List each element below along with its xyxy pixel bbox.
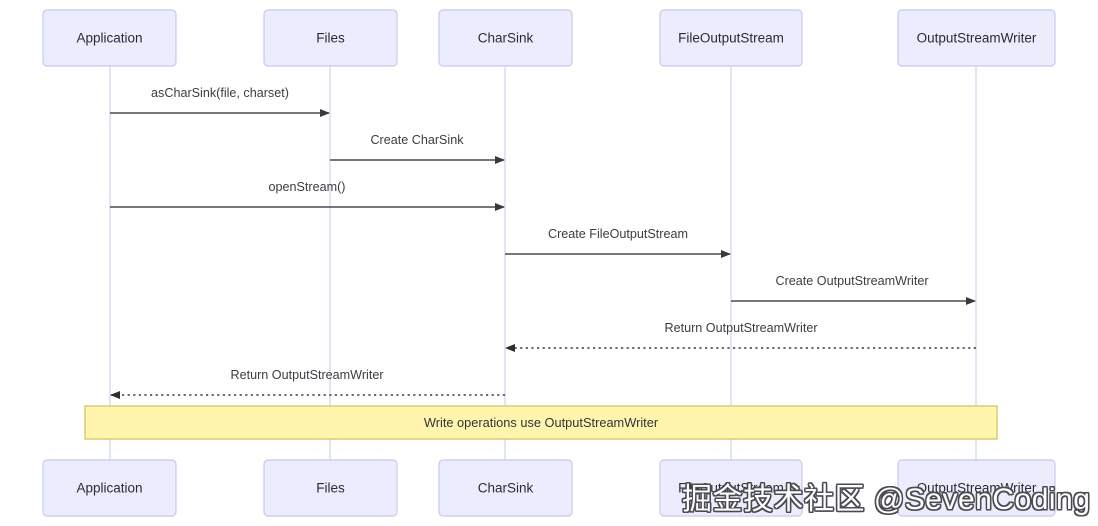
participant-box-top-files[interactable] bbox=[263, 9, 398, 67]
messages-group: asCharSink(file, charset) Create CharSink… bbox=[110, 86, 976, 399]
participant-box-top-charsink[interactable] bbox=[438, 9, 573, 67]
participant-box-bottom-outputstreamwriter[interactable] bbox=[897, 459, 1056, 517]
message-label-6: Return OutputStreamWriter bbox=[230, 368, 383, 382]
message-label-0: asCharSink(file, charset) bbox=[151, 86, 289, 100]
message-label-1: Create CharSink bbox=[370, 133, 464, 147]
participant-label-bottom-charsink: CharSink bbox=[478, 481, 534, 496]
participant-box-bottom-fileoutputstream[interactable] bbox=[659, 459, 803, 517]
note-label: Write operations use OutputStreamWriter bbox=[424, 415, 659, 430]
message-label-5: Return OutputStreamWriter bbox=[664, 321, 817, 335]
participant-box-bottom-files[interactable] bbox=[263, 459, 398, 517]
message-label-4: Create OutputStreamWriter bbox=[775, 274, 928, 288]
message-label-2: openStream() bbox=[269, 180, 346, 194]
participant-label-bottom-outputstreamwriter: OutputStreamWriter bbox=[917, 481, 1037, 496]
lifelines-group bbox=[109, 66, 977, 460]
participant-label-top-application: Application bbox=[76, 31, 142, 46]
note-box bbox=[84, 405, 998, 440]
participant-label-top-charsink: CharSink bbox=[478, 31, 534, 46]
participant-label-top-outputstreamwriter: OutputStreamWriter bbox=[917, 31, 1037, 46]
participant-label-bottom-fileoutputstream: FileOutputStream bbox=[678, 481, 784, 496]
participants-bottom-group: Application Files CharSink FileOutputStream… bbox=[42, 459, 1056, 517]
participant-label-top-fileoutputstream: FileOutputStream bbox=[678, 31, 784, 46]
participant-box-top-application[interactable] bbox=[42, 9, 177, 67]
participant-box-bottom-charsink[interactable] bbox=[438, 459, 573, 517]
participant-label-bottom-application: Application bbox=[76, 481, 142, 496]
message-label-3: Create FileOutputStream bbox=[548, 227, 688, 241]
participants-top-group: Application Files CharSink FileOutputStream… bbox=[42, 9, 1056, 67]
participant-label-bottom-files: Files bbox=[316, 481, 345, 496]
participant-label-top-files: Files bbox=[316, 31, 345, 46]
note-group: Write operations use OutputStreamWriter bbox=[84, 405, 998, 440]
participant-box-bottom-application[interactable] bbox=[42, 459, 177, 517]
participant-box-top-fileoutputstream[interactable] bbox=[659, 9, 803, 67]
participant-box-top-outputstreamwriter[interactable] bbox=[897, 9, 1056, 67]
